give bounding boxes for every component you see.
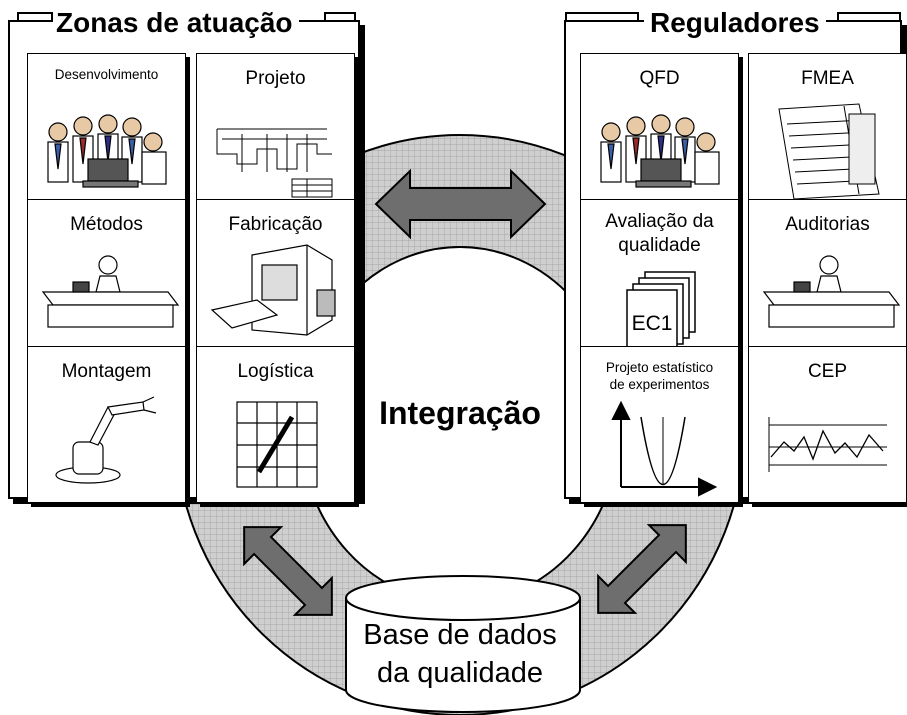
tile-projeto-estatistico: Projeto estatístico de experimentos — [580, 346, 739, 503]
tile-label: Montagem — [61, 361, 152, 382]
tile-label: Projeto estatístico de experimentos — [581, 359, 738, 393]
desk-worker-icon — [41, 255, 180, 328]
control-chart-icon — [768, 417, 887, 472]
tile-fmea: FMEA — [748, 53, 907, 210]
team-people-icon — [47, 114, 167, 188]
form-document-icon — [778, 103, 880, 200]
database-label: Base de dados da qualidade — [345, 616, 575, 692]
ec1-documents-icon — [626, 271, 696, 351]
tile-logistica: Logística — [196, 346, 355, 503]
database-label-line2: da qualidade — [376, 657, 544, 689]
team-people-icon — [600, 114, 720, 188]
center-integration-label: Integração — [379, 395, 541, 431]
machine-tool-icon — [210, 244, 336, 336]
zonas-de-atuacao-title: Zonas de atuação — [50, 8, 299, 38]
tile-label: Desenvolvimento — [54, 67, 159, 82]
tile-label: CEP — [807, 361, 848, 382]
tile-label-line1: Projeto estatístico — [605, 360, 714, 375]
tile-qfd: QFD — [580, 53, 739, 210]
tile-label: FMEA — [801, 68, 854, 89]
robot-arm-icon — [55, 396, 157, 484]
tile-label: Projeto — [245, 68, 306, 89]
tile-projeto: Projeto — [196, 53, 355, 210]
tile-label: Fabricação — [228, 214, 323, 235]
tile-desenvolvimento: Desenvolvimento — [27, 53, 186, 210]
desk-worker-icon — [762, 255, 901, 328]
tile-label: Logística — [237, 361, 314, 382]
tile-auditorias: Auditorias — [748, 199, 907, 356]
parabola-plot-icon — [611, 400, 718, 497]
database-label-line1: Base de dados — [363, 619, 557, 651]
tile-label: Avaliação da qualidade — [581, 210, 738, 258]
tile-label-line2: de experimentos — [609, 377, 710, 392]
tile-label: Auditorias — [785, 214, 870, 235]
tile-cep: CEP — [748, 346, 907, 503]
ec1-badge: EC1 — [631, 312, 673, 335]
tile-metodos: Métodos — [27, 199, 186, 356]
tile-label: Métodos — [70, 214, 143, 235]
warehouse-shelf-icon — [236, 401, 318, 488]
technical-drawing-icon — [216, 128, 333, 198]
tile-avaliacao-da-qualidade: Avaliação da qualidade EC1 — [580, 199, 739, 356]
tile-label-line1: Avaliação da — [605, 211, 714, 232]
tile-montagem: Montagem — [27, 346, 186, 503]
tile-label-line2: qualidade — [618, 235, 701, 256]
tile-label: QFD — [639, 68, 680, 89]
tile-fabricacao: Fabricação — [196, 199, 355, 356]
reguladores-title: Reguladores — [644, 8, 826, 38]
